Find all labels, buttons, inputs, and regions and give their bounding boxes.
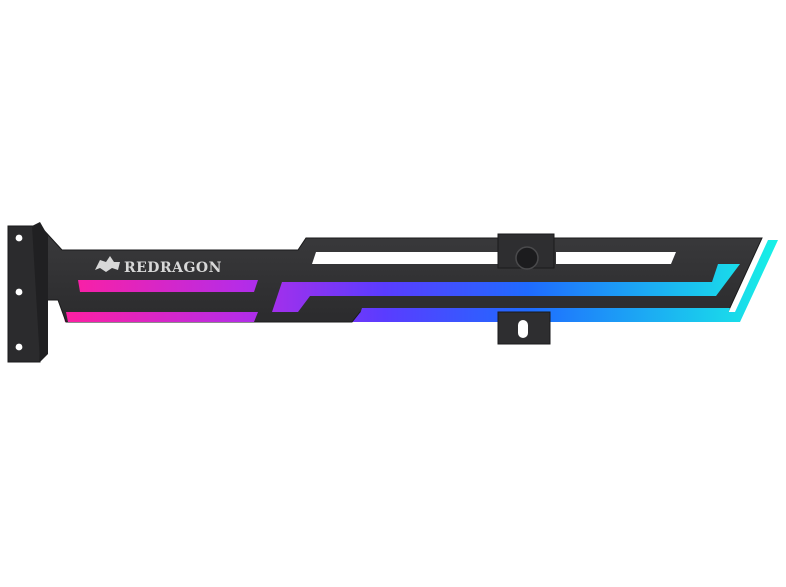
thumb-screw-knob bbox=[515, 246, 539, 270]
rgb-led-strip-upper bbox=[78, 280, 258, 292]
dragon-head-icon bbox=[95, 256, 120, 272]
brand-logo: REDRAGON bbox=[95, 256, 222, 276]
mounting-plate-fold bbox=[32, 222, 48, 362]
rgb-led-strip-main bbox=[272, 264, 740, 312]
mounting-screw-hole bbox=[15, 288, 23, 296]
rgb-led-strip-lower bbox=[66, 312, 258, 322]
mounting-screw-hole bbox=[15, 234, 23, 242]
mounting-screw-hole bbox=[15, 343, 23, 351]
arm-cutout-slot-right bbox=[556, 252, 676, 264]
brand-wordmark: REDRAGON bbox=[124, 260, 222, 276]
arm-cutout-slot-left bbox=[312, 252, 498, 264]
slider-foot-slot bbox=[518, 320, 528, 338]
